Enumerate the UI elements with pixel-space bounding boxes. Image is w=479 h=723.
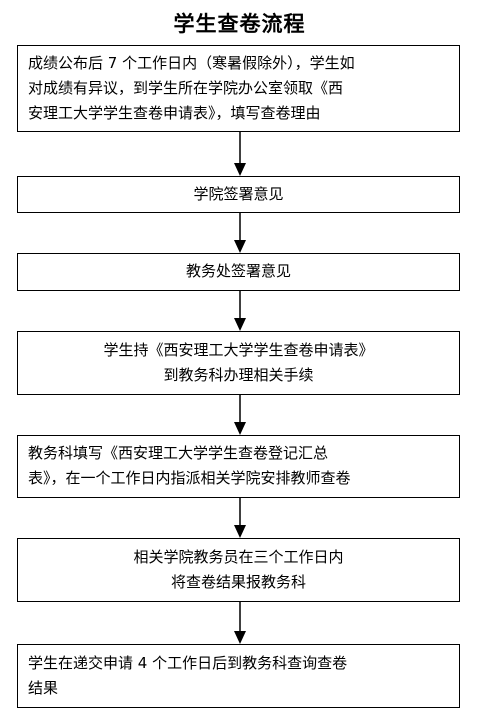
flow-step-2: 学院签署意见 <box>17 176 460 213</box>
flow-step-7-line-2: 结果 <box>28 679 59 697</box>
down-arrow-icon <box>232 291 248 331</box>
flow-step-1: 成绩公布后 7 个工作日内（寒暑假除外），学生如 对成绩有异议，到学生所在学院办… <box>17 45 460 132</box>
flow-step-4-line-1: 学生持《西安理工大学学生查卷申请表》 <box>103 341 374 359</box>
flow-step-6-line-2: 将查卷结果报教务科 <box>170 573 306 591</box>
down-arrow-icon <box>232 132 248 176</box>
flow-step-5-line-1: 教务科填写《西安理工大学学生查卷登记汇总 <box>28 444 329 462</box>
flow-step-6-line-1: 相关学院教务员在三个工作日内 <box>133 548 344 566</box>
down-arrow-icon <box>232 213 248 253</box>
flow-step-1-line-2: 对成绩有异议，到学生所在学院办公室领取《西 <box>28 79 344 97</box>
page-title: 学生查卷流程 <box>173 12 306 36</box>
flow-step-7-line-1: 学生在递交申请 4 个工作日后到教务科查询查卷 <box>28 654 348 672</box>
down-arrow-icon <box>232 602 248 644</box>
flow-step-3: 教务处签署意见 <box>17 253 460 291</box>
flow-step-2-line-1: 学院签署意见 <box>193 185 284 203</box>
flow-step-1-line-3: 安理工大学学生查卷申请表》，填写查卷理由 <box>28 104 321 122</box>
flow-step-1-line-1: 成绩公布后 7 个工作日内（寒暑假除外），学生如 <box>28 54 355 72</box>
flow-step-5: 教务科填写《西安理工大学学生查卷登记汇总 表》，在一个工作日内指派相关学院安排教… <box>17 435 460 498</box>
flow-step-5-line-2: 表》，在一个工作日内指派相关学院安排教师查卷 <box>28 469 351 487</box>
flow-step-4-line-2: 到教务科办理相关手续 <box>163 366 314 384</box>
flow-step-7: 学生在递交申请 4 个工作日后到教务科查询查卷 结果 <box>17 644 460 708</box>
flow-step-3-line-1: 教务处签署意见 <box>185 262 291 280</box>
down-arrow-icon <box>232 395 248 435</box>
flow-step-6: 相关学院教务员在三个工作日内 将查卷结果报教务科 <box>17 538 460 602</box>
flow-step-4: 学生持《西安理工大学学生查卷申请表》 到教务科办理相关手续 <box>17 331 460 395</box>
down-arrow-icon <box>232 498 248 538</box>
